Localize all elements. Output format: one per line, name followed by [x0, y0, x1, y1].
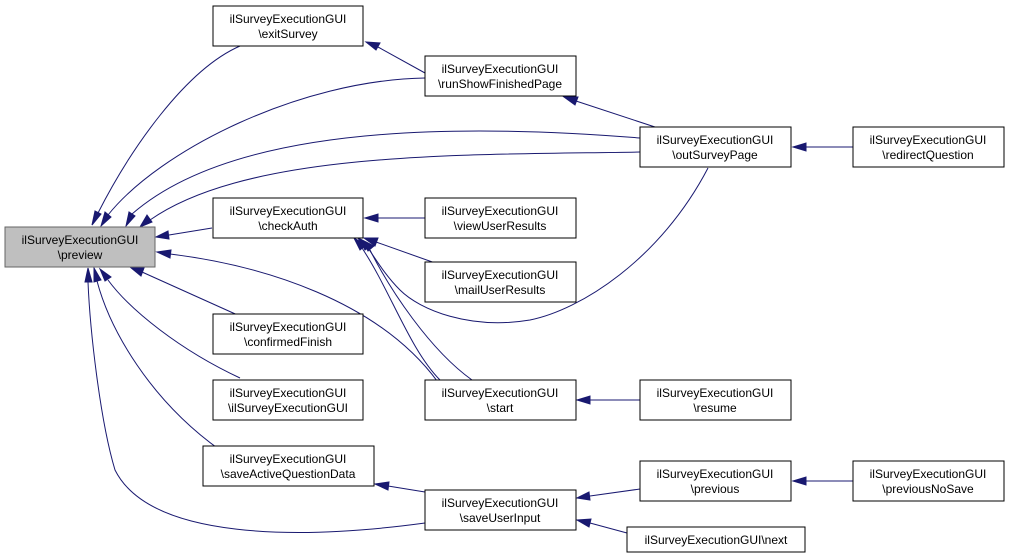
node-constructor[interactable]: ilSurveyExecutionGUI \ilSurveyExecutionG…: [212, 379, 364, 421]
node-saveUserInput[interactable]: ilSurveyExecutionGUI \saveUserInput: [424, 489, 577, 531]
edge-outSurveyPage-to-runShowFinishedPage: [575, 100, 656, 128]
node-next[interactable]: ilSurveyExecutionGUI\next: [626, 526, 806, 553]
node-saveActiveQuestionData[interactable]: ilSurveyExecutionGUI \saveActiveQuestion…: [202, 445, 375, 487]
edge-redirectQuestion-to-outSurveyPage-arrowhead: [791, 142, 807, 152]
node-runShowFinishedPage-line2: \runShowFinishedPage: [438, 77, 562, 91]
edge-next-to-saveUserInput: [589, 522, 628, 534]
node-checkAuth-line2: \checkAuth: [258, 219, 317, 233]
edge-outSurveyPage-to-checkAuth: [367, 167, 709, 324]
node-saveActiveQuestionData-line1: ilSurveyExecutionGUI: [230, 452, 347, 466]
node-confirmedFinish-line1: ilSurveyExecutionGUI: [230, 320, 347, 334]
node-confirmedFinish-line2: \confirmedFinish: [244, 335, 332, 349]
node-mailUserResults-line2: \mailUserResults: [455, 283, 546, 297]
edges: [84, 41, 853, 534]
node-next-line1: ilSurveyExecutionGUI\next: [645, 533, 788, 547]
edge-previous-to-saveUserInput: [589, 488, 641, 497]
node-viewUserResults[interactable]: ilSurveyExecutionGUI \viewUserResults: [424, 197, 577, 239]
edge-saveUserInput-to-preview-arrowhead: [84, 267, 93, 283]
node-previous[interactable]: ilSurveyExecutionGUI \previous: [639, 460, 792, 502]
edge-constructor-to-preview: [107, 279, 241, 379]
edge-start-to-checkAuth-b-arrowhead: [360, 238, 375, 252]
edge-outSurveyPage-to-preview-lower: [149, 151, 641, 221]
edge-runShowFinishedPage-to-exitSurvey-arrowhead: [364, 41, 381, 51]
node-exitSurvey-line2: \exitSurvey: [258, 27, 317, 41]
edge-saveActiveQuestionData-to-preview: [96, 280, 221, 451]
node-exitSurvey-line1: ilSurveyExecutionGUI: [230, 12, 347, 26]
edge-confirmedFinish-to-preview: [141, 271, 243, 318]
edge-exitSurvey-to-preview-arrowhead: [91, 210, 102, 226]
node-constructor-line2: \ilSurveyExecutionGUI: [228, 401, 348, 415]
node-preview-line1: ilSurveyExecutionGUI: [22, 233, 139, 247]
edge-viewUserResults-to-checkAuth-arrowhead: [363, 213, 379, 223]
edge-next-to-saveUserInput-arrowhead: [575, 518, 592, 528]
node-saveActiveQuestionData-line2: \saveActiveQuestionData: [221, 467, 356, 481]
node-mailUserResults-line1: ilSurveyExecutionGUI: [442, 268, 559, 282]
node-previous-line1: ilSurveyExecutionGUI: [657, 467, 774, 481]
edge-start-to-checkAuth-a: [361, 247, 441, 381]
node-resume-line1: ilSurveyExecutionGUI: [657, 386, 774, 400]
node-start-line2: \start: [487, 401, 514, 415]
node-previousNoSave-line1: ilSurveyExecutionGUI: [870, 467, 987, 481]
node-saveUserInput-line1: ilSurveyExecutionGUI: [442, 496, 559, 510]
node-runShowFinishedPage[interactable]: ilSurveyExecutionGUI \runShowFinishedPag…: [424, 55, 577, 97]
node-redirectQuestion-line1: ilSurveyExecutionGUI: [870, 133, 987, 147]
edge-runShowFinishedPage-to-exitSurvey: [377, 46, 426, 74]
node-redirectQuestion-line2: \redirectQuestion: [882, 148, 973, 162]
node-start[interactable]: ilSurveyExecutionGUI \start: [424, 379, 577, 421]
edge-outSurveyPage-to-preview-upper-arrowhead: [125, 211, 136, 228]
node-previousNoSave-line2: \previousNoSave: [882, 482, 974, 496]
edge-checkAuth-to-preview-arrowhead: [154, 230, 170, 240]
node-previousNoSave[interactable]: ilSurveyExecutionGUI \previousNoSave: [852, 460, 1005, 502]
edge-mailUserResults-to-checkAuth: [375, 241, 439, 265]
edge-outSurveyPage-to-runShowFinishedPage-arrowhead: [562, 96, 579, 106]
edge-outSurveyPage-to-preview-lower-arrowhead: [138, 214, 153, 229]
node-start-line1: ilSurveyExecutionGUI: [442, 386, 559, 400]
node-outSurveyPage-line2: \outSurveyPage: [672, 148, 758, 162]
edge-start-to-preview: [169, 253, 441, 386]
node-checkAuth-line1: ilSurveyExecutionGUI: [230, 204, 347, 218]
edge-resume-to-start-arrowhead: [575, 395, 591, 405]
node-checkAuth[interactable]: ilSurveyExecutionGUI \checkAuth: [212, 197, 364, 239]
edge-start-to-checkAuth-a-arrowhead: [352, 236, 367, 251]
node-previous-line2: \previous: [691, 482, 740, 496]
edge-start-to-preview-arrowhead: [155, 249, 172, 259]
node-resume-line2: \resume: [693, 401, 737, 415]
node-viewUserResults-line1: ilSurveyExecutionGUI: [442, 204, 559, 218]
node-runShowFinishedPage-line1: ilSurveyExecutionGUI: [442, 62, 559, 76]
edge-previousNoSave-to-previous-arrowhead: [791, 476, 807, 486]
edge-saveUserInput-to-preview: [87, 281, 426, 533]
node-outSurveyPage-line1: ilSurveyExecutionGUI: [657, 133, 774, 147]
node-confirmedFinish[interactable]: ilSurveyExecutionGUI \confirmedFinish: [212, 313, 364, 355]
edge-runShowFinishedPage-to-preview-arrowhead: [100, 211, 112, 228]
edge-confirmedFinish-to-preview-arrowhead: [128, 266, 145, 277]
node-viewUserResults-line2: \viewUserResults: [454, 219, 547, 233]
edge-saveUserInput-to-saveActiveQuestionData-arrowhead: [373, 481, 390, 491]
edge-saveActiveQuestionData-to-preview-arrowhead: [93, 266, 102, 283]
node-preview[interactable]: ilSurveyExecutionGUI \preview: [4, 226, 156, 268]
edge-checkAuth-to-preview: [168, 227, 213, 236]
node-outSurveyPage[interactable]: ilSurveyExecutionGUI \outSurveyPage: [639, 126, 792, 168]
node-saveUserInput-line2: \saveUserInput: [460, 511, 541, 525]
node-exitSurvey[interactable]: ilSurveyExecutionGUI \exitSurvey: [212, 5, 364, 47]
node-redirectQuestion[interactable]: ilSurveyExecutionGUI \redirectQuestion: [852, 126, 1005, 168]
edge-constructor-to-preview-arrowhead: [98, 267, 112, 282]
edge-mailUserResults-to-checkAuth-arrowhead: [362, 237, 379, 247]
edge-exitSurvey-to-preview: [97, 45, 241, 214]
node-preview-line2: \preview: [58, 248, 103, 262]
edge-start-to-checkAuth-b: [369, 249, 473, 381]
edge-outSurveyPage-to-preview-upper: [131, 130, 641, 215]
edge-previous-to-saveUserInput-arrowhead: [575, 491, 591, 501]
node-constructor-line1: ilSurveyExecutionGUI: [230, 386, 347, 400]
node-mailUserResults[interactable]: ilSurveyExecutionGUI \mailUserResults: [424, 261, 577, 303]
node-resume[interactable]: ilSurveyExecutionGUI \resume: [639, 379, 792, 421]
edge-runShowFinishedPage-to-preview: [107, 77, 426, 216]
edge-saveUserInput-to-saveActiveQuestionData: [387, 485, 426, 493]
